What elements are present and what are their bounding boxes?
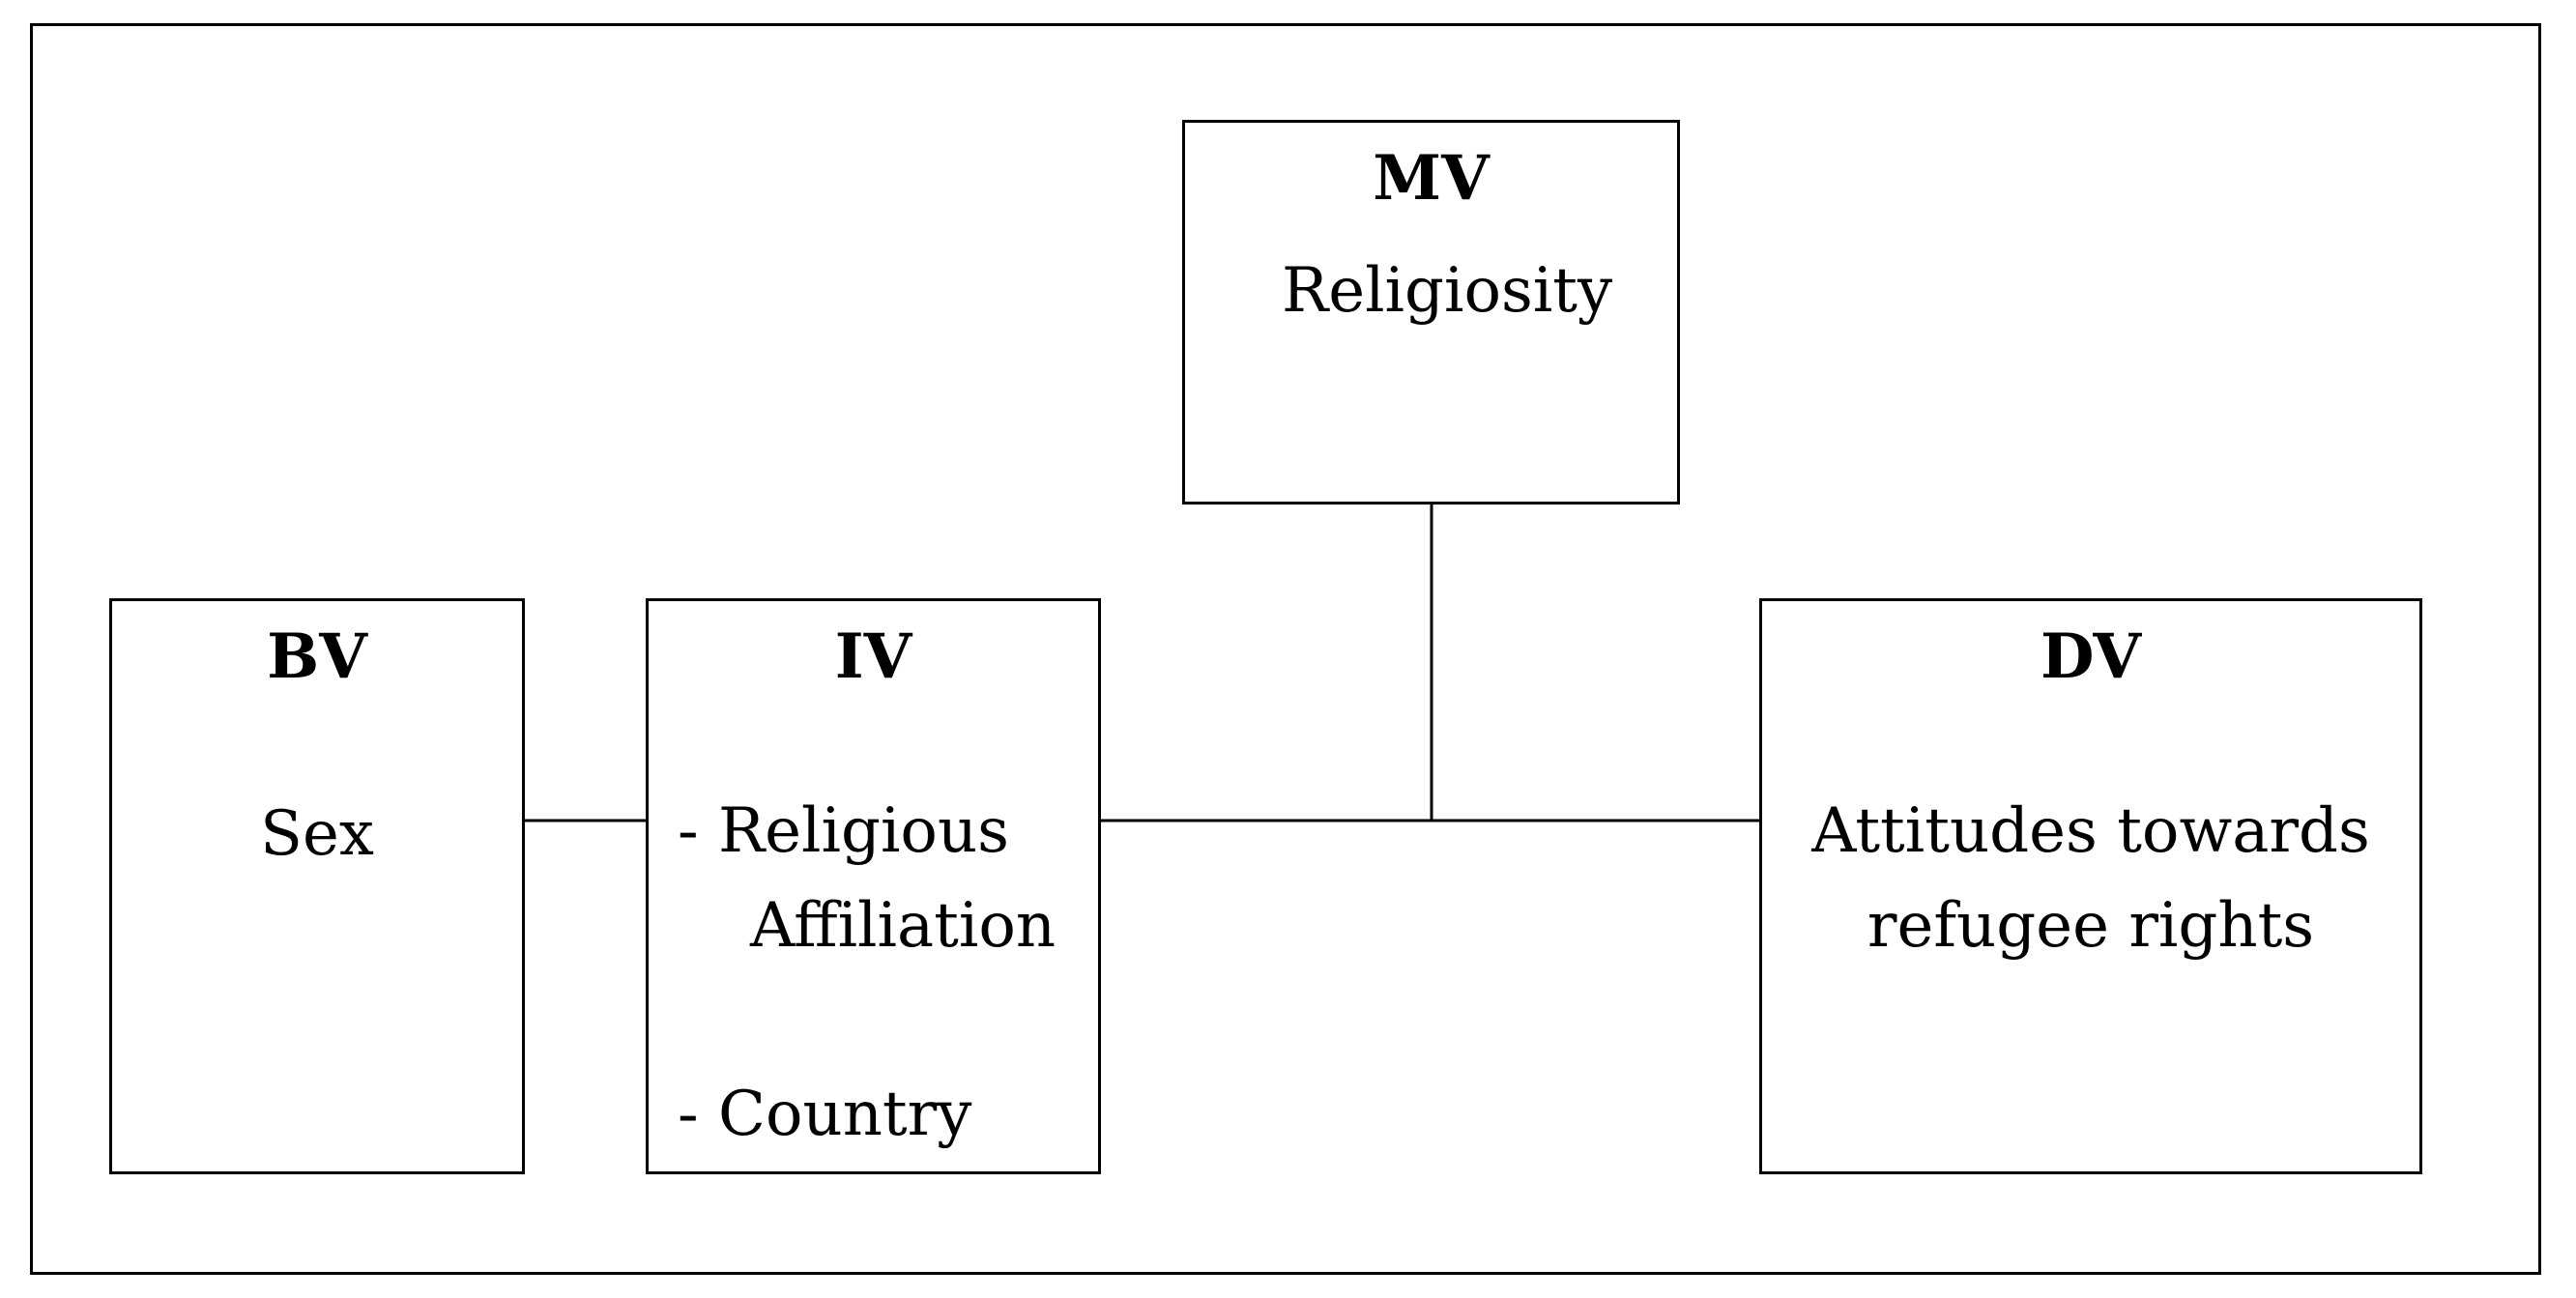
bv-heading: BV	[267, 620, 367, 693]
iv-item-affiliation: Affiliation	[750, 890, 1056, 962]
bv-label: Sex	[260, 798, 374, 870]
bv-box: BV Sex	[109, 598, 525, 1174]
iv-heading: IV	[834, 620, 912, 693]
mv-box: MV Religiosity	[1182, 120, 1680, 505]
iv-item-religious: - Religious	[678, 795, 1009, 867]
iv-box: IV - Religious Affiliation - Country	[646, 598, 1101, 1174]
dv-line-1: Attitudes towards	[1811, 795, 2370, 867]
mv-heading: MV	[1373, 142, 1490, 215]
dv-box: DV Attitudes towards refugee rights	[1759, 598, 2422, 1174]
dv-heading: DV	[2040, 620, 2142, 693]
mv-label: Religiosity	[1282, 255, 1613, 327]
diagram-frame	[30, 23, 2541, 1275]
iv-item-country: - Country	[678, 1079, 972, 1150]
dv-line-2: refugee rights	[1867, 890, 2315, 962]
